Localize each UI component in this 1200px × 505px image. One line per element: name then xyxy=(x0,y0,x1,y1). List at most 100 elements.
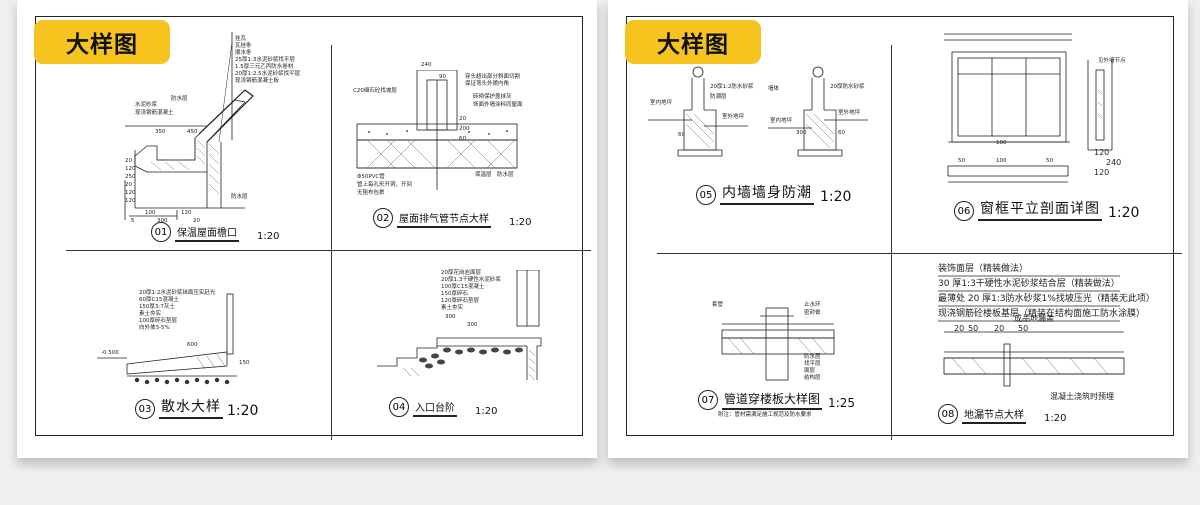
detail-panel-01: 挂瓦 瓦挂条 顺水条 25厚1:3水泥砂浆找平层 1.5厚三元乙丙防水卷材 20… xyxy=(95,30,335,242)
detail-scale: 1:20 xyxy=(820,189,852,205)
note: 防水层 xyxy=(497,172,514,178)
label: 150 xyxy=(239,360,250,366)
detail-caption-04: 04 入口台阶 1:20 xyxy=(389,397,497,417)
note: 120厚碎石垫层 xyxy=(441,298,479,304)
label: 防水层 xyxy=(231,194,248,200)
label: 200 xyxy=(459,126,470,132)
label: 120 xyxy=(1094,148,1110,157)
horizontal-divider xyxy=(66,250,591,251)
detail-caption-02: 02 屋面排气管节点大样 1:20 xyxy=(373,208,531,228)
detail-title: 窗框平立剖面详图 xyxy=(978,198,1102,221)
detail-scale: 1:20 xyxy=(227,403,259,419)
note: 挂瓦 xyxy=(235,36,247,42)
detail-title: 保温屋面檐口 xyxy=(175,224,239,242)
note: 结构层 xyxy=(804,375,821,381)
detail-caption-03: 03 散水大样 1:20 xyxy=(135,396,258,419)
detail-number: 06 xyxy=(954,201,974,221)
label: 50 xyxy=(1046,158,1053,164)
label: 90 xyxy=(439,74,446,80)
detail-scale: 1:20 xyxy=(475,406,498,417)
label: 240 xyxy=(1106,158,1122,167)
detail-title: 内墙墙身防潮 xyxy=(720,182,814,205)
vertical-divider xyxy=(331,45,332,440)
label: 防水层 xyxy=(171,96,188,102)
label: 240 xyxy=(421,62,432,68)
note: 见外墙节点 xyxy=(1098,58,1126,64)
label: 120 xyxy=(125,190,136,196)
note: Φ50PVC管 xyxy=(357,174,385,180)
label: 现浇钢筋混凝土 xyxy=(135,110,174,116)
label: 300 xyxy=(796,130,807,136)
note: 25厚1:3水泥砂浆找平层 xyxy=(235,57,295,63)
note: 20厚1:2.5水泥砂浆找平层 xyxy=(235,71,301,77)
label: 20 xyxy=(125,158,132,164)
label: 50 xyxy=(1018,324,1029,333)
label: 450 xyxy=(187,129,198,135)
detail-number: 01 xyxy=(151,222,171,242)
entrance-steps-drawing xyxy=(377,270,542,381)
note: 混凝土浇筑时预埋 xyxy=(1050,392,1114,401)
detail-scale: 1:20 xyxy=(257,231,280,242)
detail-number: 03 xyxy=(135,399,155,419)
note: 管上每孔形开洞，开间 xyxy=(357,182,413,188)
note: 装饰面层（精装做法） xyxy=(938,264,1029,274)
label: 600 xyxy=(187,342,198,348)
drawing-frame xyxy=(626,16,1182,440)
detail-scale: 1:20 xyxy=(1044,413,1067,424)
note: 止水环 xyxy=(804,302,821,308)
label: 5 xyxy=(131,218,135,224)
label: 120 xyxy=(181,210,192,216)
detail-panel-06: 见外墙节点 120 240 120 100 100 50 50 xyxy=(938,30,1138,200)
label: 100 xyxy=(145,210,156,216)
label: 50 xyxy=(968,324,979,333)
note: 室外地坪 xyxy=(838,110,861,116)
note: 套管 xyxy=(712,302,724,308)
note: 顺水条 xyxy=(235,50,252,56)
badge-label: 大样图 xyxy=(625,20,761,64)
label: 60 xyxy=(678,132,685,138)
badge-label: 大样图 xyxy=(34,20,170,64)
detail-title: 入口台阶 xyxy=(413,399,457,417)
note: 保温层 xyxy=(475,172,492,178)
note: 瓦挂条 xyxy=(235,43,252,49)
label: 20 xyxy=(954,324,965,333)
label: 300 xyxy=(467,322,478,328)
detail-number: 07 xyxy=(698,390,718,410)
note: 找平层 xyxy=(804,361,821,367)
label: -0.500 xyxy=(101,350,119,356)
note: 素土夯实 xyxy=(139,311,162,317)
note: 穿头超出部分斜面切割 xyxy=(465,74,521,80)
vent-pipe-drawing xyxy=(356,70,518,190)
label: 120 xyxy=(125,166,136,172)
horizontal-divider xyxy=(657,253,1182,254)
detail-panel-04: 20厚花岗岩面层 20厚1:3干硬性水泥砂浆 100厚C15混凝土 150厚碎石… xyxy=(367,270,567,395)
pipe-sleeve-drawing xyxy=(721,307,835,381)
eave-section-drawing xyxy=(124,32,254,220)
detail-number: 04 xyxy=(389,397,409,417)
note: 20厚花岗岩面层 xyxy=(441,270,481,276)
label: 250 xyxy=(125,174,136,180)
detail-title: 散水大样 xyxy=(159,396,223,419)
note: 向外坡3-5% xyxy=(139,325,170,331)
note: 砖砌保护盖抹灰 xyxy=(473,94,512,100)
footnote: 附注：管材需满足施工规范及防水要求 xyxy=(718,412,812,418)
note: 成品地漏盖 xyxy=(1014,314,1054,323)
detail-number: 05 xyxy=(696,185,716,205)
note: 最薄处 20 厚1:3防水砂浆1%找坡压光（精装无此项） xyxy=(938,294,1155,304)
note: 防水层 xyxy=(804,354,821,360)
note: 保证弯头外貌内角 xyxy=(465,81,510,87)
note: 饰面外墙涂料同屋面 xyxy=(473,102,523,108)
note: 20厚1:2防水砂浆 xyxy=(710,84,754,90)
label: 60 xyxy=(838,130,845,136)
note: 150厚碎石 xyxy=(441,291,468,297)
label: 100 xyxy=(996,140,1007,146)
label: 350 xyxy=(155,129,166,135)
note: 20厚防水砂浆 xyxy=(830,84,865,90)
apron-drawing xyxy=(97,293,237,385)
note: 150厚3:7灰土 xyxy=(139,304,175,310)
detail-caption-07: 07 管道穿楼板大样图 1:25 xyxy=(698,390,855,410)
note: 无阻布包裹 xyxy=(357,190,385,196)
note: 1.5厚三元乙丙防水卷材 xyxy=(235,64,294,70)
label: 60 xyxy=(459,136,466,142)
note: 20厚1:2水泥砂浆抹面压实赶光 xyxy=(139,290,216,296)
